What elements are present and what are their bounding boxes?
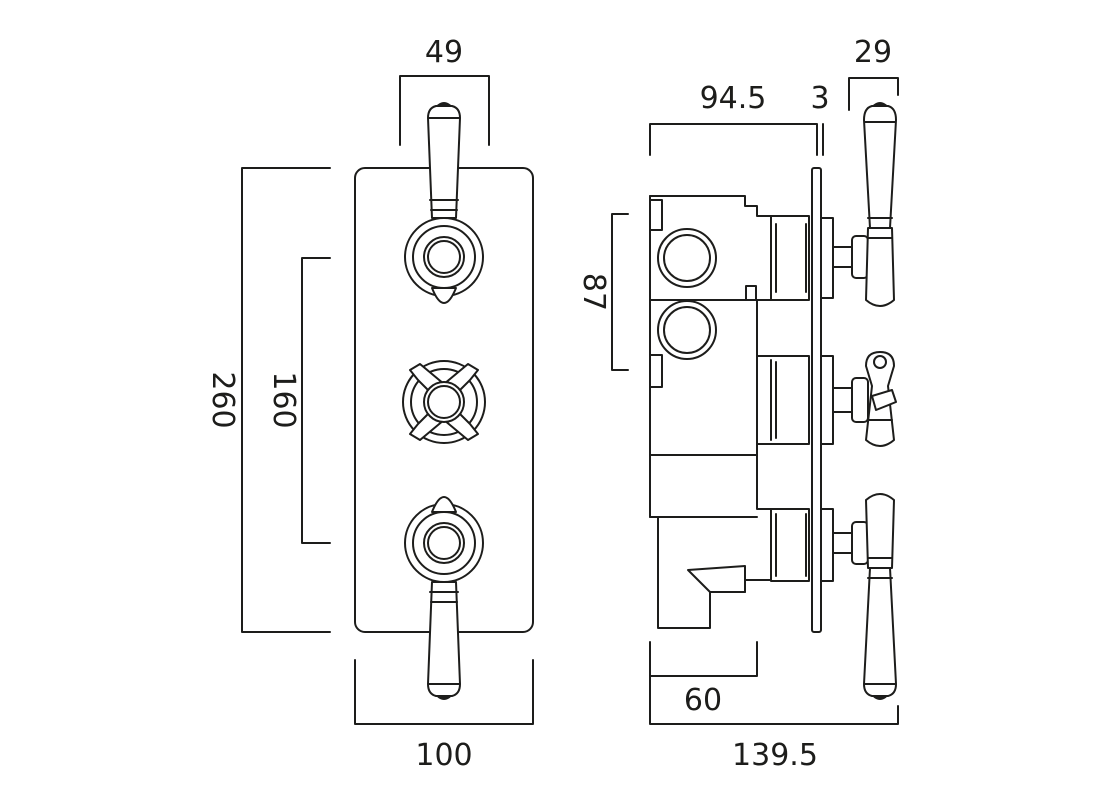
top-lever-handle xyxy=(404,102,484,304)
dimension-handle-width: 29 xyxy=(848,35,899,111)
dimension-outlet-spacing-label: 87 xyxy=(576,273,611,311)
dimension-plate-width-label: 100 xyxy=(415,738,472,773)
dimension-overall-depth-label: 139.5 xyxy=(732,738,818,773)
dimension-lever-span: 49 xyxy=(399,35,490,146)
dimension-plate-height: 260 xyxy=(205,167,331,633)
dimension-overall-depth: 139.5 xyxy=(649,675,899,773)
bottom-lever-handle xyxy=(404,496,484,700)
outlet-ports xyxy=(657,228,717,360)
dimension-plate-thickness: 3 xyxy=(810,81,830,156)
dimension-lower-body-depth: 60 xyxy=(649,641,758,718)
dimension-handle-spacing: 160 xyxy=(266,257,331,544)
front-view: 49 260 160 100 xyxy=(205,35,534,773)
dimension-outlet-spacing: 87 xyxy=(576,213,629,371)
dimension-lever-span-label: 49 xyxy=(425,35,463,70)
cartridges xyxy=(756,215,810,582)
side-view: 94.5 3 29 87 60 139.5 xyxy=(576,35,899,773)
dimension-handle-spacing-label: 160 xyxy=(266,371,301,428)
dimension-body-depth-label: 94.5 xyxy=(700,81,767,116)
side-top-lever xyxy=(851,102,897,307)
dimension-plate-thickness-label: 3 xyxy=(810,81,829,116)
dimension-body-depth: 94.5 xyxy=(649,81,818,156)
dimension-plate-height-label: 260 xyxy=(205,371,240,428)
dimension-handle-width-label: 29 xyxy=(854,35,892,70)
side-bottom-lever xyxy=(851,493,897,700)
middle-cross-handle xyxy=(402,360,486,444)
dimension-plate-width: 100 xyxy=(354,659,534,773)
side-middle-cross xyxy=(851,351,897,447)
dimension-lower-body-depth-label: 60 xyxy=(684,683,722,718)
plate-edge xyxy=(811,167,822,633)
